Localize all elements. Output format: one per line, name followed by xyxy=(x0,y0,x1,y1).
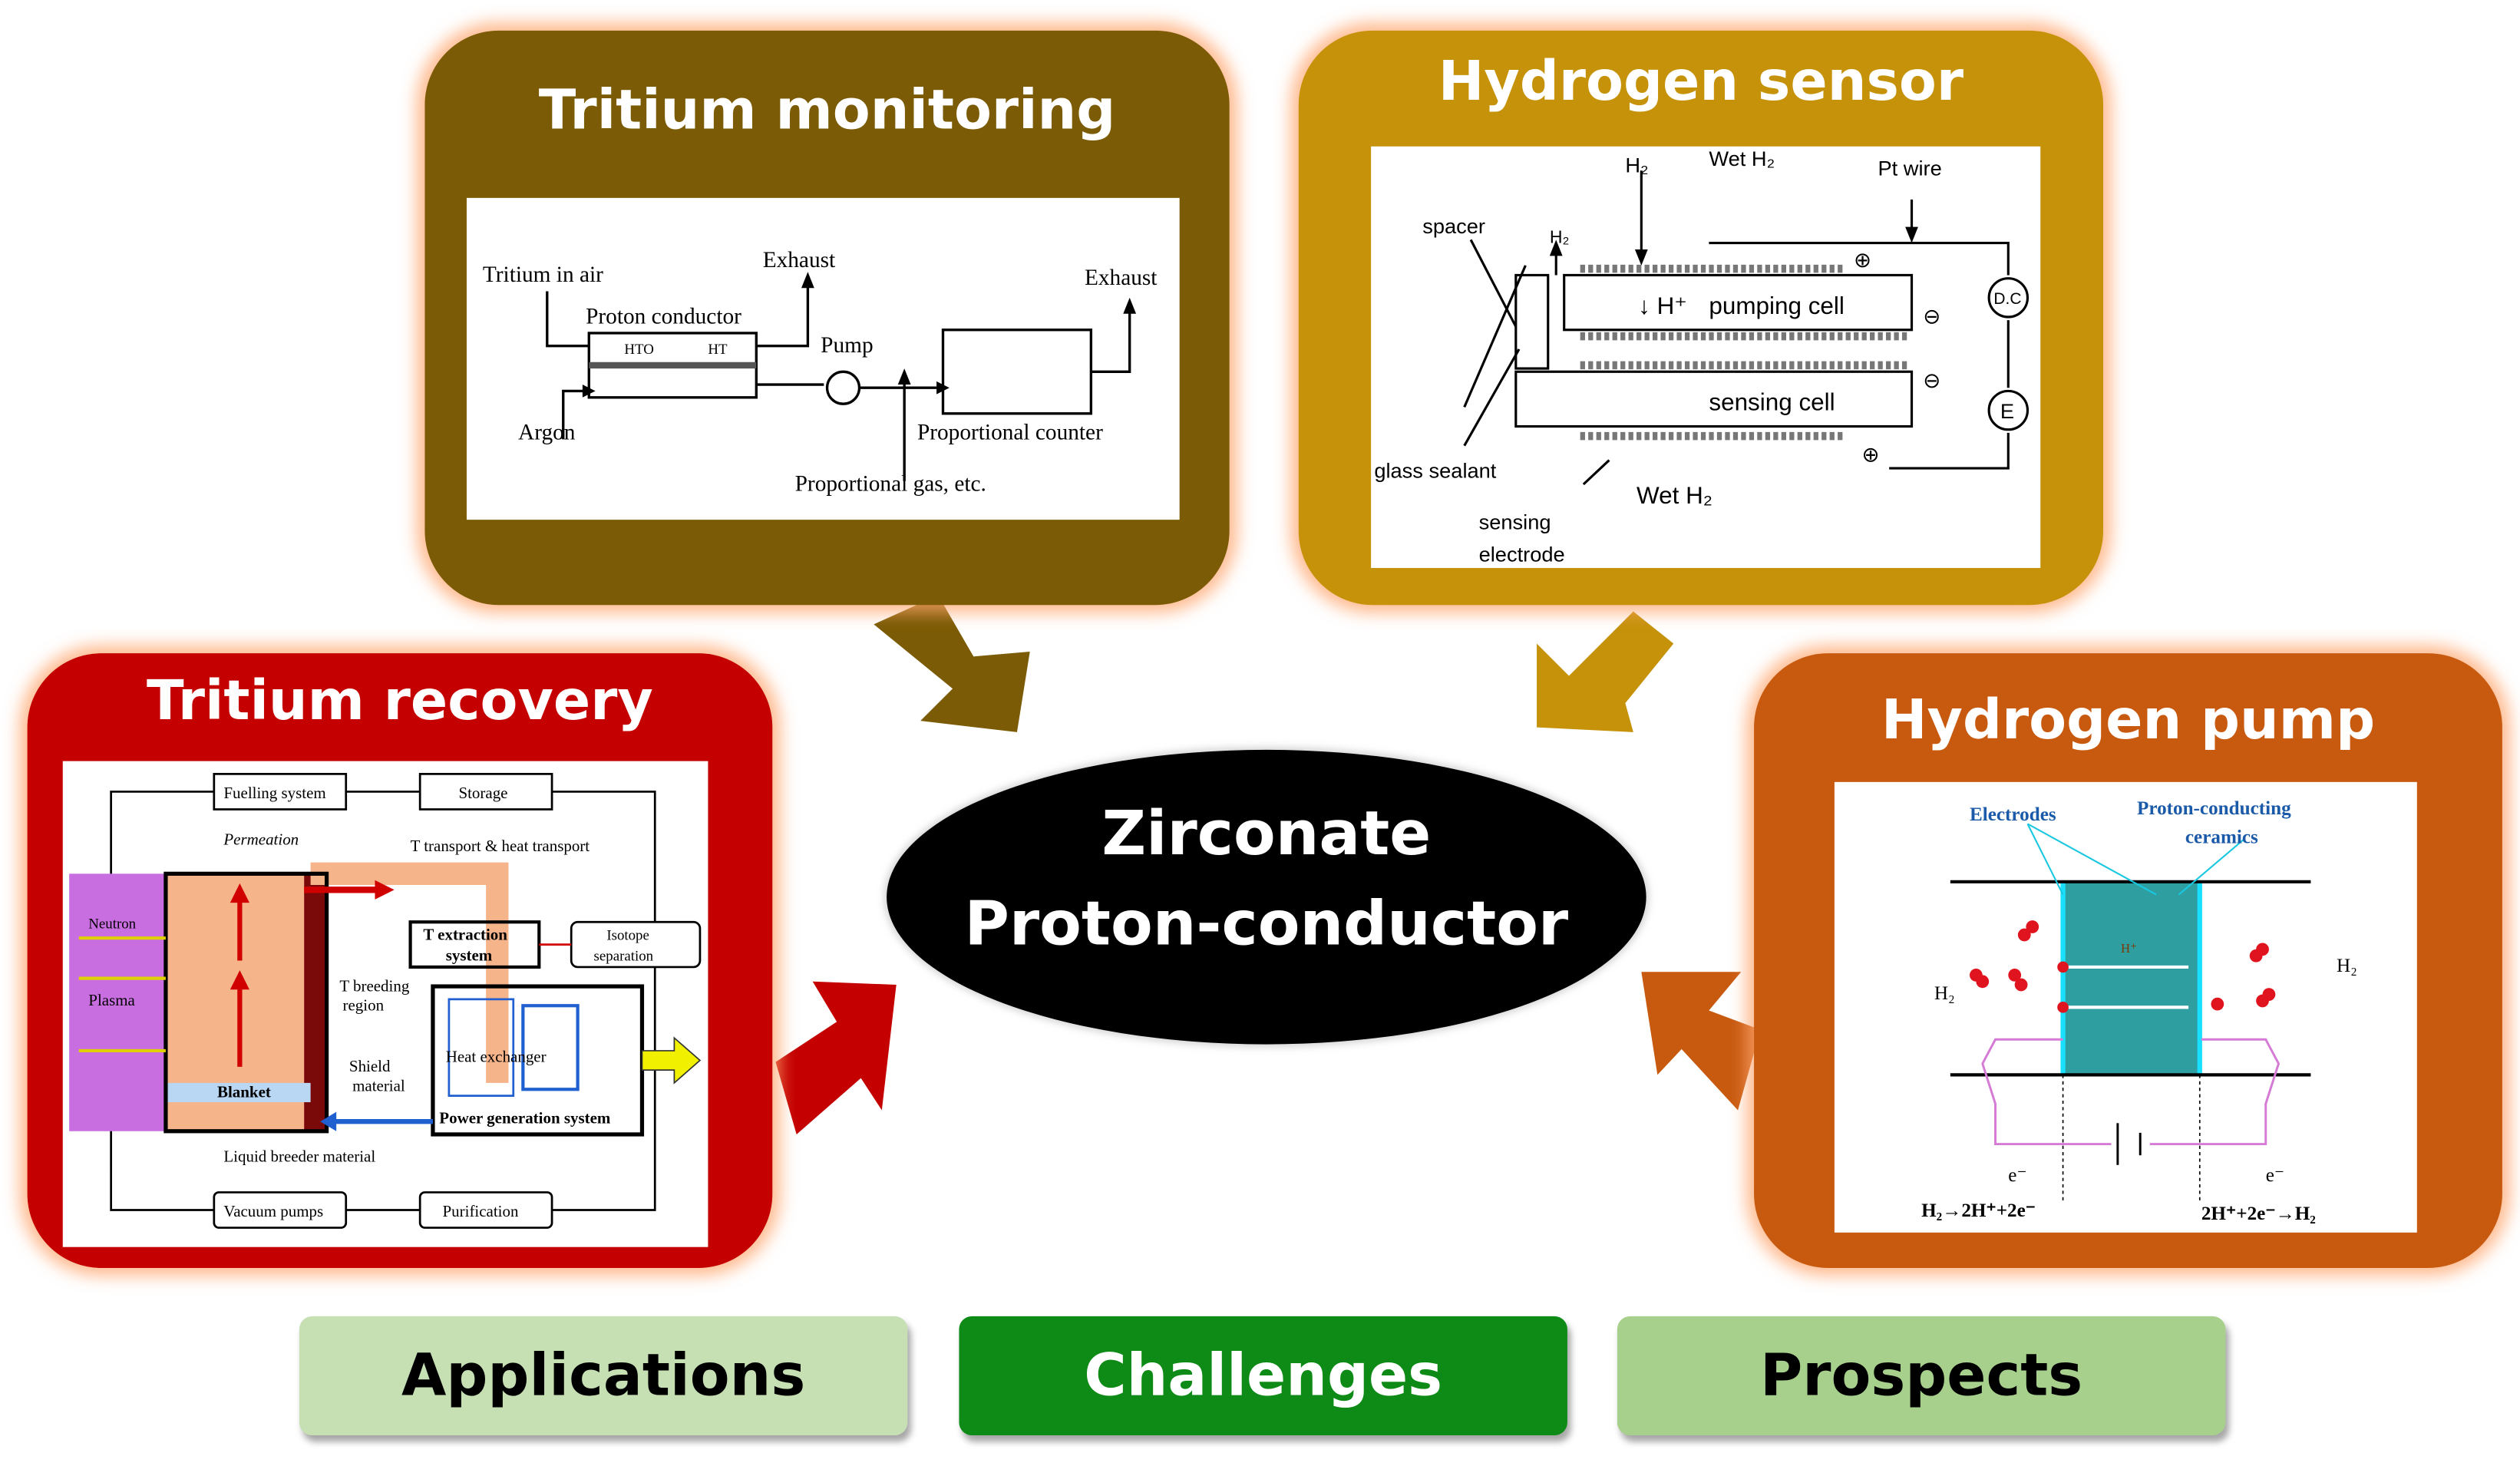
tritium-monitoring-title: Tritium monitoring xyxy=(538,78,1116,144)
label-h-plus: ↓ H⁺ xyxy=(1638,292,1687,319)
label-pt-wire: Pt wire xyxy=(1878,157,1941,180)
minus-icon-1: ⊖ xyxy=(1923,304,1940,328)
label-electrodes: Electrodes xyxy=(1970,804,2056,825)
label-exhaust-1: Exhaust xyxy=(763,248,836,272)
tritium-monitoring-diagram: Tritium in air Exhaust Exhaust Proton co… xyxy=(466,197,1180,520)
label-proportional-gas: Proportional gas, etc. xyxy=(795,471,986,496)
arrow-hydrogen-sensor xyxy=(1537,611,1674,732)
challenges-button[interactable]: Challenges xyxy=(959,1316,1567,1435)
label-vacuum-pumps: Vacuum pumps xyxy=(223,1202,323,1220)
zirconate-proton-conductor-ellipse: Zirconate Proton-conductor xyxy=(887,749,1646,1045)
label-plasma: Plasma xyxy=(88,991,135,1009)
label-t-transport: T transport & heat transport xyxy=(411,837,590,855)
label-ht: HT xyxy=(708,342,728,358)
label-spacer: spacer xyxy=(1422,214,1485,238)
label-storage: Storage xyxy=(458,784,507,802)
label-wet-h2-top: Wet H₂ xyxy=(1709,147,1775,170)
tritium-monitoring-card: Tritium monitoring xyxy=(424,30,1230,606)
applications-button[interactable]: Applications xyxy=(299,1316,908,1435)
label-cathode-reaction: 2H⁺+2e⁻→H₂ xyxy=(2201,1204,2316,1224)
minus-icon-2: ⊖ xyxy=(1923,368,1940,392)
label-h2-top: H₂ xyxy=(1625,153,1648,177)
label-shield-1: Shield xyxy=(349,1057,391,1075)
tritium-recovery-title: Tritium recovery xyxy=(147,669,653,734)
hydrogen-sensor-title: Hydrogen sensor xyxy=(1438,49,1964,114)
label-t-breeding-2: region xyxy=(343,996,385,1015)
label-proton-ceramics-1: Proton-conducting xyxy=(2137,798,2291,819)
label-exhaust-2: Exhaust xyxy=(1085,266,1158,290)
plus-icon-2: ⊕ xyxy=(1862,443,1880,467)
prospects-button[interactable]: Prospects xyxy=(1617,1316,2226,1435)
arrow-tritium-recovery xyxy=(775,981,897,1134)
label-fuelling-system: Fuelling system xyxy=(223,784,325,802)
label-e: E xyxy=(2000,399,2014,423)
label-proportional-counter: Proportional counter xyxy=(917,420,1103,444)
arrow-tritium-monitoring xyxy=(874,595,1030,732)
label-sensing-cell: sensing cell xyxy=(1709,389,1835,416)
label-isotope-2: separation xyxy=(594,949,654,965)
arrow-hydrogen-pump xyxy=(1641,972,1761,1111)
label-wet-h2-bottom: Wet H₂ xyxy=(1637,482,1712,509)
label-h2-small: H₂ xyxy=(1550,227,1570,247)
label-heat-exchanger: Heat exchanger xyxy=(446,1048,547,1066)
label-liquid-breeder: Liquid breeder material xyxy=(223,1147,375,1166)
center-title-line-1: Zirconate xyxy=(1101,797,1432,870)
label-pumping-cell: pumping cell xyxy=(1709,292,1845,319)
label-t-breeding-1: T breeding xyxy=(339,976,409,995)
label-neutron: Neutron xyxy=(88,916,136,933)
center-title-line-2: Proton-conductor xyxy=(964,888,1569,959)
label-pump: Pump xyxy=(821,333,873,358)
label-t-extraction-2: system xyxy=(446,946,493,965)
label-isotope-1: Isotope xyxy=(606,927,649,943)
plus-icon-1: ⊕ xyxy=(1854,248,1871,272)
hydrogen-pump-card: Hydrogen pump xyxy=(1754,653,2502,1268)
tritium-recovery-diagram: Fuelling system Storage Permeation T tra… xyxy=(62,761,708,1247)
label-sensing-electrode-1: sensing xyxy=(1479,510,1551,534)
label-h-plus: H⁺ xyxy=(2121,941,2137,956)
label-t-extraction-1: T extraction xyxy=(423,925,507,943)
label-h2-right: H₂ xyxy=(2337,956,2357,976)
hydrogen-sensor-card: Hydrogen sensor xyxy=(1298,30,2103,606)
label-h2-left: H₂ xyxy=(1934,983,1955,1004)
label-anode-reaction: H₂→2H⁺+2e⁻ xyxy=(1921,1200,2036,1221)
label-tritium-in-air: Tritium in air xyxy=(483,262,603,287)
label-dc: D.C xyxy=(1993,290,2021,308)
label-glass-sealant: glass sealant xyxy=(1374,459,1496,483)
label-e-minus-left: e⁻ xyxy=(2008,1165,2026,1186)
label-purification: Purification xyxy=(443,1202,519,1220)
label-argon: Argon xyxy=(518,420,576,444)
label-hto: HTO xyxy=(624,342,653,358)
label-power-generation: Power generation system xyxy=(439,1108,611,1127)
label-e-minus-right: e⁻ xyxy=(2266,1165,2284,1186)
label-blanket: Blanket xyxy=(217,1083,271,1101)
label-sensing-electrode-2: electrode xyxy=(1479,543,1565,566)
label-proton-conductor: Proton conductor xyxy=(586,304,741,329)
hydrogen-sensor-diagram: H₂ Wet H₂ Pt wire spacer H₂ ↓ H⁺ pumping… xyxy=(1371,146,2041,569)
label-permeation: Permeation xyxy=(223,830,299,849)
hydrogen-pump-diagram: Electrodes Proton-conducting ceramics H₂… xyxy=(1834,781,2417,1233)
hydrogen-pump-title: Hydrogen pump xyxy=(1881,688,2376,754)
label-proton-ceramics-2: ceramics xyxy=(2185,827,2258,848)
label-shield-2: material xyxy=(352,1076,405,1095)
tritium-recovery-card: Tritium recovery xyxy=(27,653,773,1268)
